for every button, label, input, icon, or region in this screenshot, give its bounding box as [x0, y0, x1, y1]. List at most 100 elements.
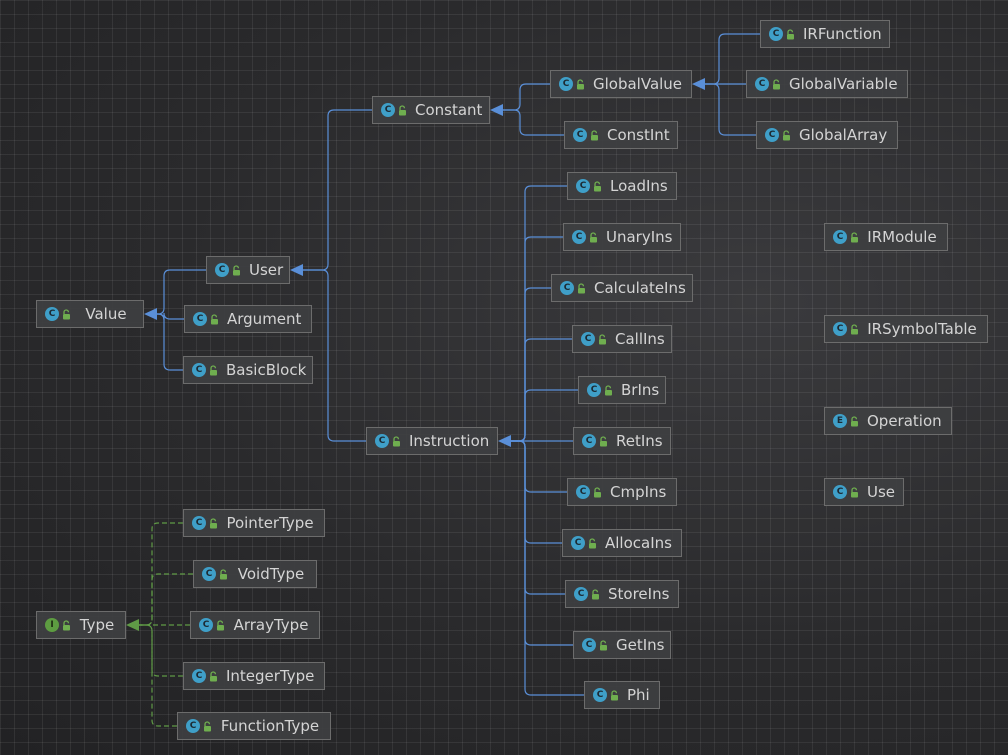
- unlock-icon: [210, 313, 221, 325]
- node-label: IRSymbolTable: [867, 320, 977, 338]
- unlock-icon: [599, 639, 610, 651]
- node-label: PointerType: [226, 514, 314, 532]
- node-arraytype[interactable]: C ArrayType: [190, 611, 320, 639]
- unlock-icon: [850, 231, 861, 243]
- node-user[interactable]: C User: [206, 256, 290, 284]
- node-label: Operation: [867, 412, 942, 430]
- node-irmodule[interactable]: C IRModule: [824, 223, 948, 251]
- edge-constant-to-user: [300, 109, 372, 271]
- node-label: Value: [85, 305, 127, 323]
- node-loadins[interactable]: C LoadIns: [567, 172, 677, 200]
- edge-phi-to-instruction: [508, 440, 584, 696]
- node-constint[interactable]: C ConstInt: [564, 121, 678, 149]
- node-storeins[interactable]: C StoreIns: [565, 580, 679, 608]
- node-operation[interactable]: E Operation: [824, 407, 952, 435]
- node-basicblock[interactable]: C BasicBlock: [183, 356, 313, 384]
- node-phi[interactable]: C Phi: [584, 681, 660, 709]
- unlock-icon: [398, 104, 409, 116]
- node-label: AllocaIns: [605, 534, 672, 552]
- unlock-icon: [593, 486, 604, 498]
- class-icon: C: [576, 179, 590, 193]
- node-allocains[interactable]: C AllocaIns: [562, 529, 682, 557]
- class-icon: C: [593, 688, 607, 702]
- node-label: LoadIns: [610, 177, 668, 195]
- class-icon: C: [769, 27, 783, 41]
- edge-calculateins-to-instruction: [508, 287, 551, 442]
- class-icon: C: [571, 536, 585, 550]
- class-icon: C: [572, 230, 586, 244]
- edge-instruction-to-user: [300, 269, 366, 442]
- node-globalvariable[interactable]: C GlobalVariable: [746, 70, 908, 98]
- class-icon: C: [833, 322, 847, 336]
- node-type[interactable]: I Type: [36, 611, 126, 639]
- class-icon: C: [582, 434, 596, 448]
- unlock-icon: [392, 435, 403, 447]
- node-brins[interactable]: C BrIns: [578, 376, 666, 404]
- node-label: IntegerType: [226, 667, 315, 685]
- class-icon: C: [581, 332, 595, 346]
- node-unaryins[interactable]: C UnaryIns: [563, 223, 681, 251]
- node-constant[interactable]: C Constant: [372, 96, 490, 124]
- unlock-icon: [604, 384, 615, 396]
- node-irfunction[interactable]: C IRFunction: [760, 20, 890, 48]
- edge-integertype-to-type: [136, 624, 183, 677]
- node-integertype[interactable]: C IntegerType: [183, 662, 325, 690]
- class-icon: C: [560, 281, 574, 295]
- class-icon: C: [375, 434, 389, 448]
- unlock-icon: [610, 689, 621, 701]
- unlock-icon: [589, 231, 600, 243]
- unlock-icon: [219, 568, 230, 580]
- class-icon: C: [45, 307, 59, 321]
- unlock-icon: [216, 619, 227, 631]
- edge-functiontype-to-type: [136, 624, 177, 727]
- class-icon: C: [574, 587, 588, 601]
- node-calculateins[interactable]: C CalculateIns: [551, 274, 693, 302]
- class-icon: C: [833, 230, 847, 244]
- unlock-icon: [209, 670, 220, 682]
- class-icon: C: [186, 719, 200, 733]
- node-instruction[interactable]: C Instruction: [366, 427, 498, 455]
- node-label: UnaryIns: [606, 228, 673, 246]
- class-icon: C: [381, 103, 395, 117]
- node-label: RetIns: [616, 432, 663, 450]
- node-irsymboltable[interactable]: C IRSymbolTable: [824, 315, 988, 343]
- node-use[interactable]: C Use: [824, 478, 904, 506]
- node-label: Constant: [415, 101, 483, 119]
- node-argument[interactable]: C Argument: [184, 305, 312, 333]
- unlock-icon: [588, 537, 599, 549]
- node-pointertype[interactable]: C PointerType: [183, 509, 325, 537]
- node-label: Argument: [227, 310, 302, 328]
- class-icon: C: [192, 516, 206, 530]
- node-label: IRFunction: [803, 25, 882, 43]
- unlock-icon: [209, 517, 220, 529]
- class-icon: C: [202, 567, 216, 581]
- node-cmpins[interactable]: C CmpIns: [567, 478, 677, 506]
- node-globalarray[interactable]: C GlobalArray: [756, 121, 898, 149]
- node-voidtype[interactable]: C VoidType: [193, 560, 317, 588]
- node-value[interactable]: C Value: [36, 300, 144, 328]
- class-icon: C: [576, 485, 590, 499]
- interface-icon: I: [45, 618, 59, 632]
- node-functiontype[interactable]: C FunctionType: [177, 712, 331, 740]
- node-getins[interactable]: C GetIns: [573, 631, 671, 659]
- class-icon: C: [192, 669, 206, 683]
- unlock-icon: [786, 28, 797, 40]
- edge-loadins-to-instruction: [508, 185, 567, 442]
- node-label: CalculateIns: [594, 279, 686, 297]
- node-label: CallIns: [615, 330, 665, 348]
- class-icon: C: [587, 383, 601, 397]
- node-label: BasicBlock: [226, 361, 307, 379]
- class-icon: C: [833, 485, 847, 499]
- edge-voidtype-to-type: [136, 573, 193, 626]
- class-icon: C: [193, 312, 207, 326]
- node-callins[interactable]: C CallIns: [572, 325, 672, 353]
- arrowhead-user: [290, 264, 303, 276]
- node-label: StoreIns: [608, 585, 670, 603]
- unlock-icon: [598, 333, 609, 345]
- edge-brins-to-instruction: [508, 389, 578, 442]
- node-label: VoidType: [237, 565, 305, 583]
- arrowhead-value: [144, 308, 157, 320]
- node-retins[interactable]: C RetIns: [573, 427, 671, 455]
- node-globalvalue[interactable]: C GlobalValue: [550, 70, 692, 98]
